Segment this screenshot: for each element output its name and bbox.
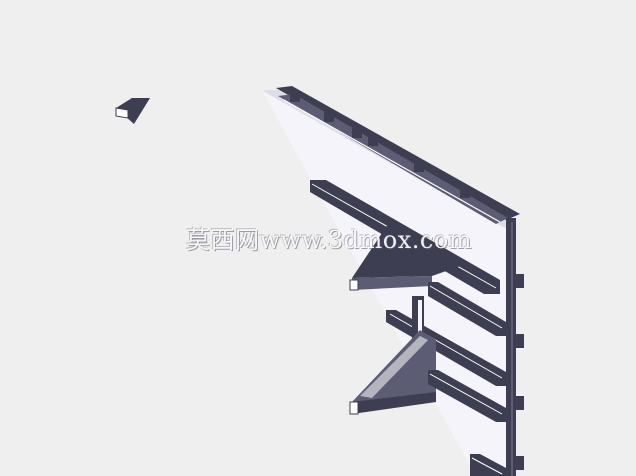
bottom-shelf-board (470, 454, 506, 476)
watermark-text: 莫西网www.3dmox.com (186, 226, 473, 254)
lower-shelf-board (428, 370, 506, 422)
detached-bracket-fragment (115, 98, 150, 124)
top-rail (276, 86, 520, 224)
upper-bracket (349, 218, 466, 291)
middle-shelf-board-1 (428, 282, 506, 336)
lower-bracket (349, 330, 436, 415)
vertical-post (506, 218, 524, 476)
